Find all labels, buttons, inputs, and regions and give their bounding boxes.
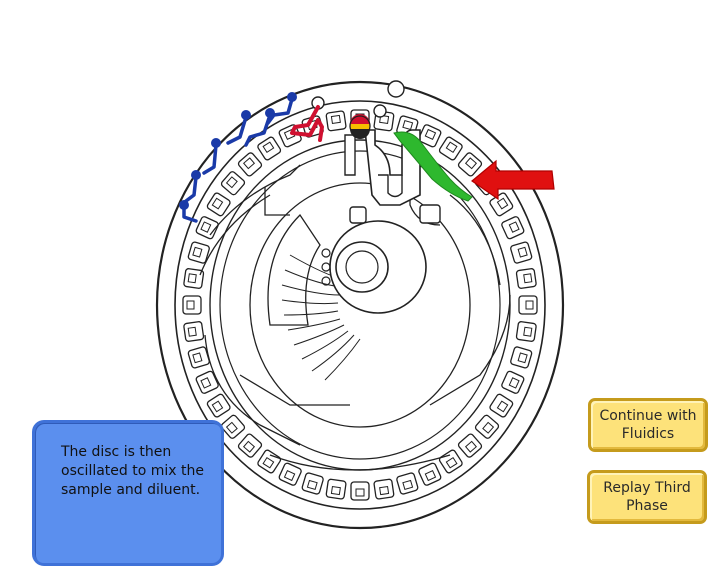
sample-cup [378,174,403,198]
cuvette [457,433,483,458]
valve-box [419,204,441,224]
cuvette [195,370,219,394]
cuvette [438,136,463,161]
valve-box [349,206,367,224]
blue-channels [182,97,294,223]
cuvette [257,449,282,474]
vent-hole [321,276,331,286]
disc-ring-3 [219,150,501,460]
cuvette [278,462,302,486]
diluent-chamber [344,134,356,176]
cuvette [501,370,525,394]
green-fluid [393,131,473,202]
cuvette [183,321,205,342]
replay-third-phase-button[interactable]: Replay Third Phase [587,470,707,524]
cuvette [206,393,231,418]
center-hub-inner [335,241,389,293]
cuvette [325,478,347,500]
cuvette [237,152,263,177]
cuvette [418,462,442,486]
continue-button-label: Continue with Fluidics [599,408,697,442]
rotor-disc-diagram [155,80,565,530]
red-channel [290,105,324,142]
cuvette [220,171,246,196]
cuvette [220,414,246,439]
cuvette [373,478,395,500]
continue-with-fluidics-button[interactable]: Continue with Fluidics [588,398,708,452]
cuvette [501,216,525,240]
cuvette [515,268,537,289]
cuvette [257,136,282,161]
cuvette [206,192,231,217]
vent-hole [321,262,331,272]
caption-panel: The disc is then oscillated to mix the s… [32,420,224,566]
red-arrow-icon [471,159,555,201]
cuvette [418,124,442,148]
reagent-well [349,114,371,139]
caption-text: The disc is then oscillated to mix the s… [61,444,204,498]
center-hub-core [345,250,379,284]
cuvette [195,216,219,240]
cuvette [237,433,263,458]
cuvette [350,481,370,501]
cuvette [182,295,202,315]
cuvette [510,346,533,369]
cuvette [183,268,205,289]
cuvette [396,472,419,495]
metering-spiral [267,213,321,326]
cuvette [301,472,324,495]
top-port [373,104,387,118]
distribution-channels [199,164,511,471]
vent-hole [321,248,331,258]
cuvette [457,152,483,177]
disc-ring-4 [249,182,471,428]
cuvette [510,241,533,264]
replay-button-label: Replay Third Phase [603,480,691,514]
disc-inner-rim [174,100,546,510]
cuvette [187,241,210,264]
top-port [387,80,405,98]
blue-dots [179,92,297,210]
mixing-vanes [281,254,361,381]
cuvette [515,321,537,342]
cuvette [325,110,347,132]
cuvette [489,393,514,418]
cuvette [474,414,500,439]
cuvette [518,295,538,315]
cuvette [187,346,210,369]
